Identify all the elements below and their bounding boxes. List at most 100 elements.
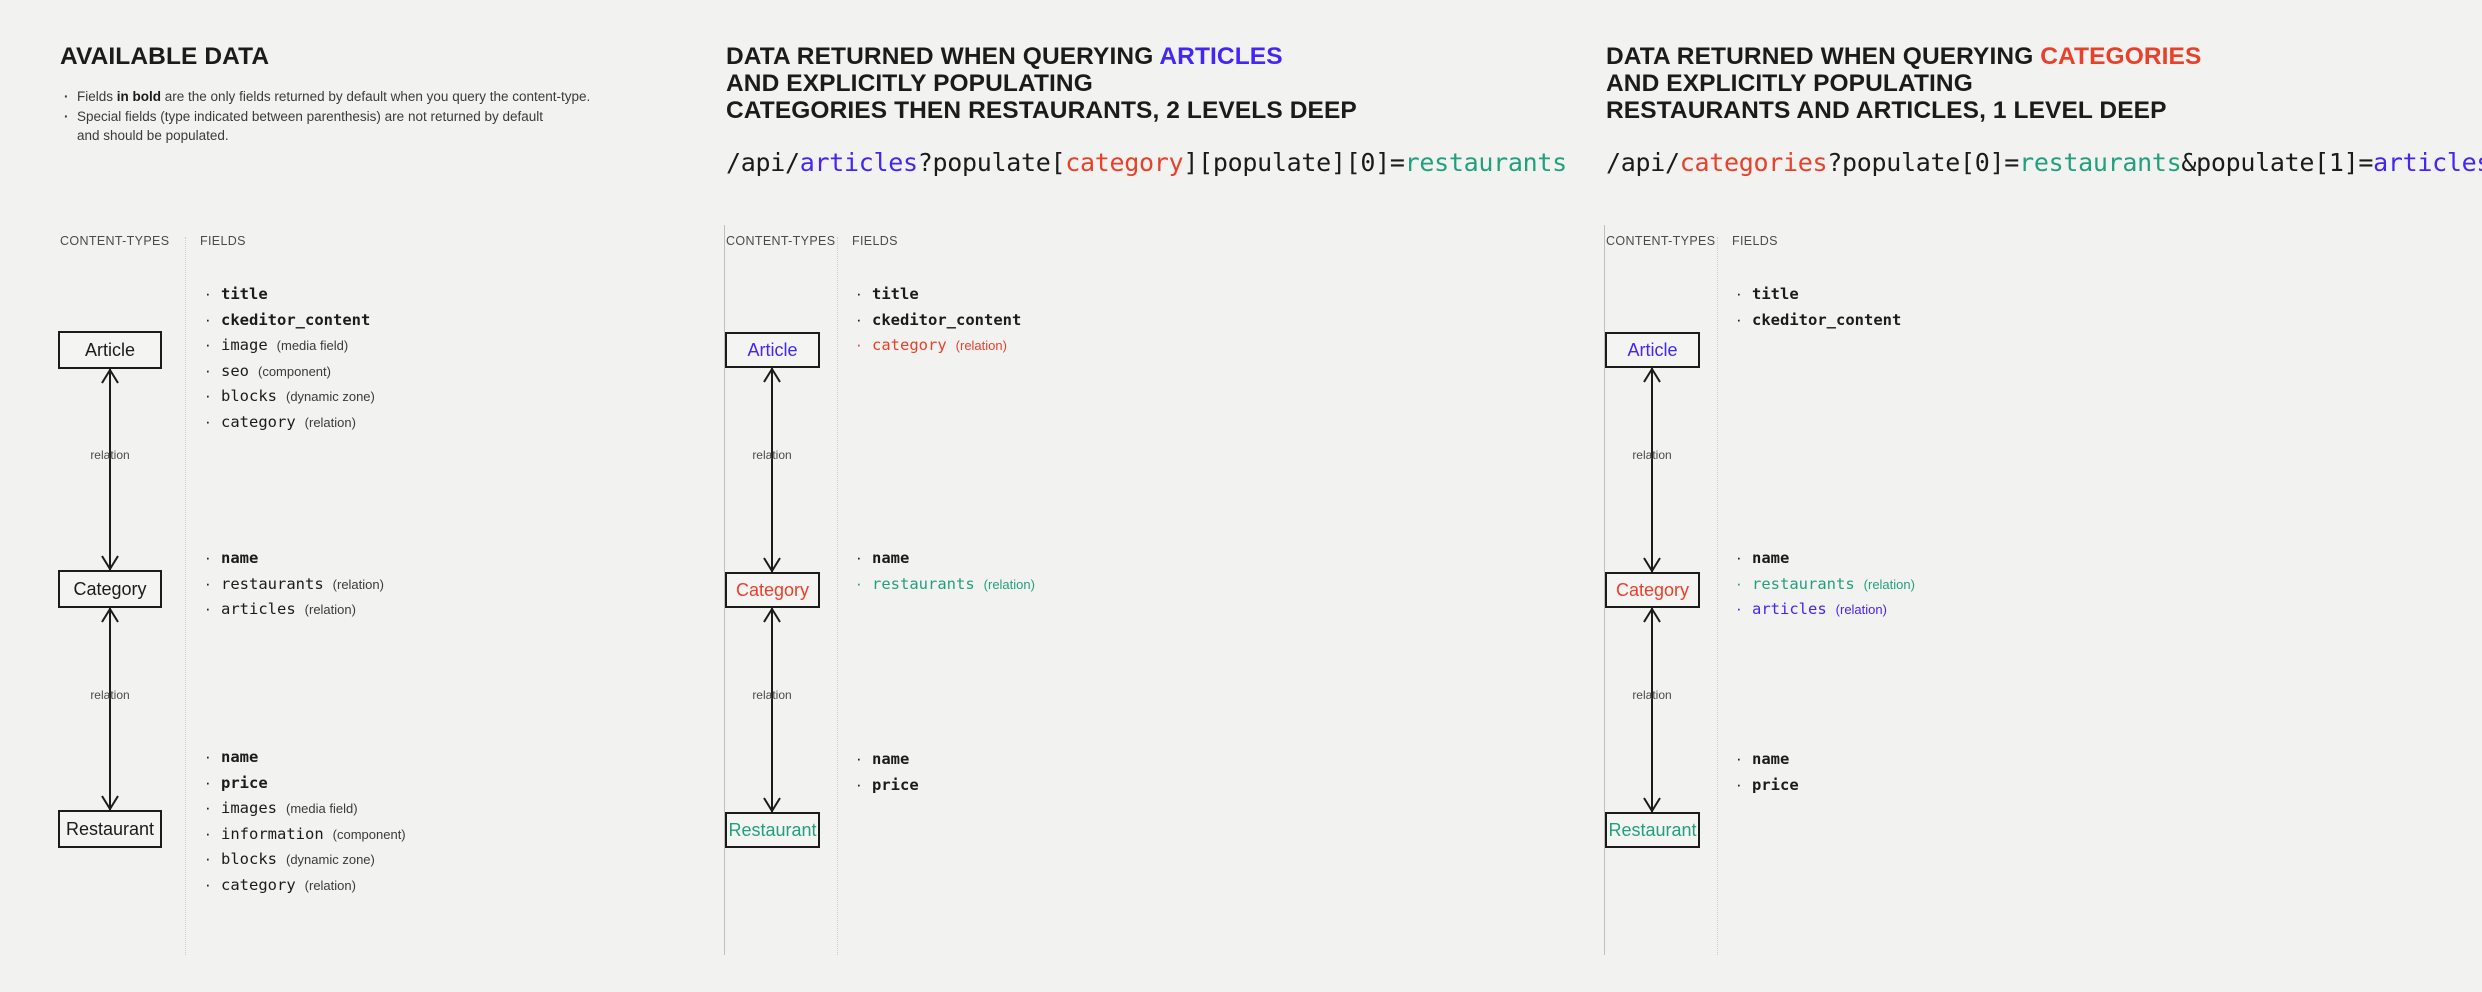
bullet-icon: ·: [205, 309, 211, 329]
field-name: ckeditor_content: [1752, 310, 1902, 329]
url-segment: articles: [799, 148, 918, 177]
field-type: (dynamic zone): [286, 852, 375, 868]
field-name: price: [872, 775, 919, 794]
entity-box-restaurant[interactable]: Restaurant: [725, 812, 820, 848]
field-row: ·category(relation): [205, 413, 375, 439]
field-row: ·blocks(dynamic zone): [205, 387, 375, 413]
bullet-icon: ·: [1736, 548, 1742, 567]
note-item: Fields in bold are the only fields retur…: [77, 87, 600, 106]
caption-fields: FIELDS: [1732, 234, 1778, 248]
field-name: title: [221, 285, 268, 303]
field-row: ·images(media field): [205, 799, 406, 825]
field-name: name: [1752, 549, 1790, 567]
field-type: (relation): [332, 576, 384, 592]
bullet-icon: ·: [1736, 573, 1742, 593]
field-row: · name: [1736, 549, 1915, 575]
url-segment: /api/: [1606, 148, 1680, 177]
field-name: name: [221, 748, 259, 766]
field-name: name: [872, 549, 910, 567]
heading-segment: DATA RETURNED WHEN QUERYING: [1606, 43, 2041, 70]
field-type: (relation): [304, 602, 356, 618]
url-segment: ][populate][0]=: [1183, 148, 1405, 177]
url-segment: restaurants: [2019, 148, 2182, 177]
column-dotted-separator: [185, 237, 186, 955]
url-segment: /api/: [726, 148, 800, 177]
heading-segment: CATEGORIES THEN RESTAURANTS, 2 LEVELS DE…: [726, 97, 1357, 124]
field-name: category: [221, 875, 296, 894]
url-segment: restaurants: [1404, 148, 1568, 177]
heading-segment: ARTICLES: [1159, 43, 1283, 70]
field-name: price: [1752, 775, 1799, 794]
field-row: ·price: [856, 776, 919, 802]
field-type: (relation): [304, 877, 356, 893]
field-row: ·articles(relation): [205, 600, 384, 626]
caption-content-types: CONTENT-TYPES: [1606, 234, 1716, 248]
field-row: · name: [856, 750, 919, 776]
note-item: Special fields (type indicated between p…: [77, 107, 600, 145]
panel-1-notes: Fields in bold are the only fields retur…: [60, 87, 600, 146]
relation-label-1: relation: [90, 448, 130, 462]
field-type: (relation): [1863, 576, 1915, 592]
heading-segment: RESTAURANTS AND ARTICLES, 1 LEVEL DEEP: [1606, 97, 2167, 124]
field-name: ckeditor_content: [221, 310, 371, 329]
field-name: image: [221, 336, 268, 355]
field-name: title: [1752, 285, 1799, 303]
field-name: name: [872, 750, 910, 768]
entity-box-article[interactable]: Article: [1605, 332, 1700, 368]
panel-1-heading: AVAILABLE DATA: [60, 43, 270, 70]
bullet-icon: ·: [1736, 309, 1742, 329]
bullet-icon: ·: [205, 411, 211, 431]
field-name: restaurants: [221, 574, 324, 593]
field-type: (component): [332, 826, 406, 842]
entity-box-article[interactable]: Article: [58, 331, 162, 369]
field-row: ·price: [205, 774, 406, 800]
entity-box-article[interactable]: Article: [725, 332, 820, 368]
url-segment: category: [1065, 148, 1184, 177]
field-name: price: [221, 773, 268, 792]
field-name: restaurants: [872, 574, 975, 593]
url-segment: articles: [2373, 148, 2482, 177]
url-segment: ?populate[: [917, 148, 1066, 177]
entity-box-restaurant[interactable]: Restaurant: [1605, 812, 1700, 848]
field-list-restaurant: ·name·price·images(media field)·informat…: [205, 748, 406, 902]
api-url-articles[interactable]: /api/articles?populate[category][populat…: [726, 148, 1567, 177]
relation-arrow-category-restaurant: [1643, 607, 1661, 813]
panel-available-data: AVAILABLE DATA Fields in bold are the on…: [0, 0, 724, 992]
bullet-icon: ·: [1736, 774, 1742, 794]
field-type: (relation): [1835, 602, 1887, 618]
heading-line: DATA RETURNED WHEN QUERYING ARTICLES: [726, 40, 1283, 73]
field-type: (media field): [276, 338, 349, 354]
field-name: information: [221, 824, 324, 843]
field-row: ·restaurants(relation): [1736, 575, 1915, 601]
field-row: ·name: [205, 748, 406, 774]
relation-label-2: relation: [90, 688, 130, 702]
field-row: ·information(component): [205, 825, 406, 851]
field-name: articles: [221, 600, 296, 619]
bullet-icon: ·: [856, 335, 862, 355]
field-type: (media field): [286, 801, 358, 817]
api-url-categories[interactable]: /api/categories?populate[0]=restaurants&…: [1606, 148, 2482, 177]
field-row: ·seo(component): [205, 362, 375, 388]
column-dotted-separator: [837, 237, 838, 955]
relation-label-1: relation: [752, 448, 792, 462]
field-type: (relation): [983, 576, 1035, 592]
entity-box-restaurant[interactable]: Restaurant: [58, 810, 162, 848]
relation-arrow-article-category: [763, 367, 781, 573]
field-row: ·category(relation): [205, 876, 406, 902]
entity-box-category[interactable]: Category: [58, 570, 162, 608]
field-row: ·image(media field): [205, 336, 375, 362]
field-name: title: [872, 285, 919, 303]
entity-box-category[interactable]: Category: [1605, 572, 1700, 608]
relation-arrow-article-category: [101, 368, 119, 571]
field-row: ·blocks(dynamic zone): [205, 850, 406, 876]
field-name: name: [1752, 750, 1790, 768]
heading-line: DATA RETURNED WHEN QUERYING CATEGORIES: [1606, 40, 2201, 73]
bullet-icon: ·: [856, 749, 862, 768]
entity-box-category[interactable]: Category: [725, 572, 820, 608]
field-name: blocks: [221, 387, 277, 406]
field-list-category: ·name·restaurants(relation)·articles(rel…: [205, 549, 384, 626]
bullet-icon: ·: [205, 360, 211, 380]
heading-line: AND EXPLICITLY POPULATING: [726, 67, 1093, 100]
